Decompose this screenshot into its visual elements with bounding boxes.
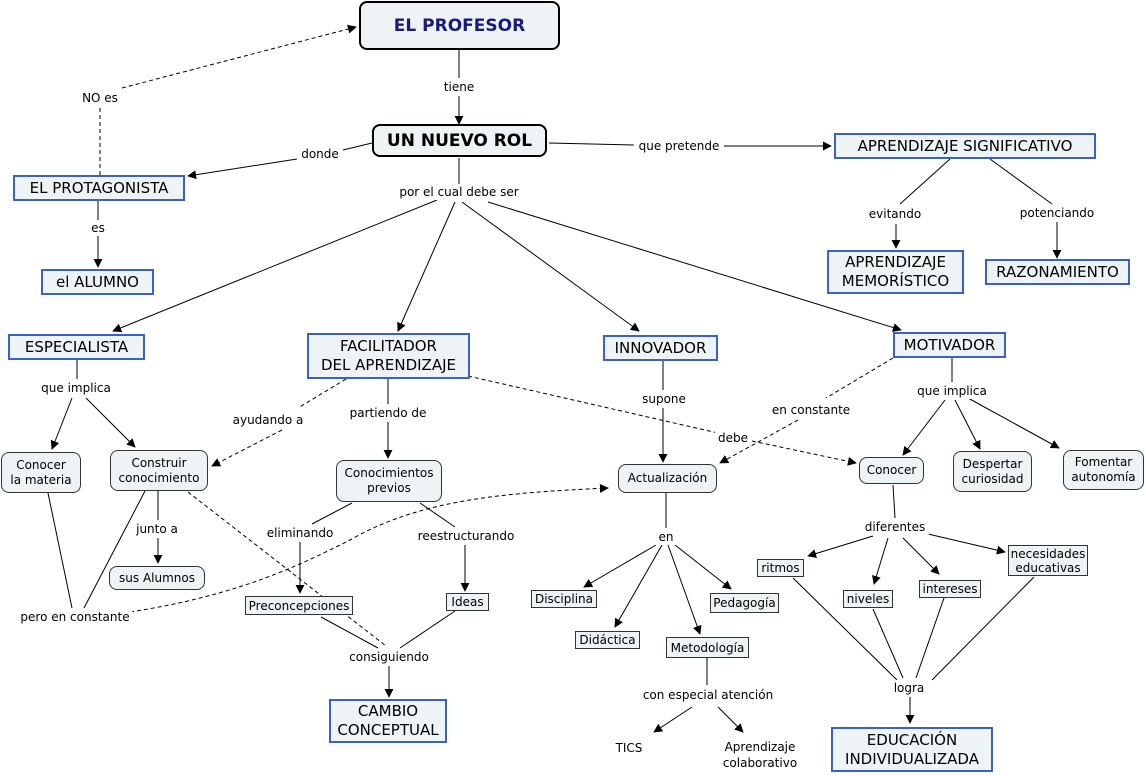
- link-label-diferentes: diferentes: [861, 519, 929, 535]
- node-motivador: MOTIVADOR: [893, 332, 1006, 358]
- link-label-debe: debe: [715, 430, 751, 446]
- link-label-por-el-cual-debe-ser: por el cual debe ser: [396, 184, 522, 200]
- node-construir-conocimiento: Construir conocimiento: [110, 450, 208, 491]
- link-label-reestructurando: reestructurando: [414, 528, 518, 544]
- node-razonamiento: RAZONAMIENTO: [985, 259, 1130, 285]
- link-label-evitando: evitando: [865, 206, 925, 222]
- node-tics: TICS: [615, 741, 643, 755]
- link-label-logra: logra: [890, 680, 928, 696]
- link-label-no-es: NO es: [79, 90, 121, 106]
- node-niveles: niveles: [843, 590, 893, 608]
- node-facilitador: FACILITADOR DEL APRENDIZAJE: [307, 333, 470, 379]
- node-aprendizaje-significativo: APRENDIZAJE SIGNIFICATIVO: [834, 133, 1096, 159]
- link-label-es: es: [88, 220, 108, 236]
- node-conocer-la-materia: Conocer la materia: [1, 452, 81, 493]
- node-conocer: Conocer: [859, 457, 924, 484]
- node-sus-alumnos: sus Alumnos: [109, 566, 205, 590]
- link-label-con-especial-atencion: con especial atención: [639, 687, 777, 703]
- node-especialista: ESPECIALISTA: [8, 334, 145, 360]
- link-label-consiguiendo: consiguiendo: [346, 649, 432, 665]
- node-cambio-conceptual: CAMBIO CONCEPTUAL: [329, 699, 447, 743]
- node-pedagogia: Pedagogía: [710, 593, 779, 613]
- node-el-protagonista: EL PROTAGONISTA: [13, 175, 185, 201]
- node-ritmos: ritmos: [757, 559, 804, 577]
- link-label-que-implica-motivador: que implica: [914, 383, 990, 399]
- link-label-tiene: tiene: [440, 79, 478, 95]
- node-ideas: Ideas: [446, 593, 489, 611]
- node-aprendizaje-colaborativo: Aprendizaje colaborativo: [722, 740, 798, 770]
- link-label-partiendo-de: partiendo de: [346, 405, 430, 421]
- node-metodologia: Metodología: [666, 637, 749, 658]
- node-despertar-curiosidad: Despertar curiosidad: [953, 451, 1032, 492]
- node-didactica: Didáctica: [575, 631, 640, 649]
- link-label-pero-en-constante: pero en constante: [17, 609, 133, 625]
- link-label-supone: supone: [639, 391, 689, 407]
- node-preconcepciones: Preconcepciones: [245, 596, 353, 615]
- node-disciplina: Disciplina: [531, 590, 597, 608]
- link-label-que-pretende: que pretende: [635, 138, 723, 154]
- node-educacion-individualizada: EDUCACIÓN INDIVIDUALIZADA: [831, 727, 993, 772]
- link-label-junto-a: junto a: [133, 521, 181, 537]
- node-necesidades-educativas: necesidades educativas: [1008, 545, 1088, 576]
- link-label-donde: donde: [298, 146, 342, 162]
- link-label-potenciando: potenciando: [1016, 205, 1098, 221]
- node-fomentar-autonomia: Fomentar autonomía: [1063, 450, 1144, 490]
- link-label-que-implica-especialista: que implica: [38, 380, 114, 396]
- node-el-alumno: el ALUMNO: [41, 269, 154, 295]
- link-label-ayudando-a: ayudando a: [229, 412, 307, 428]
- node-aprendizaje-memoristico: APRENDIZAJE MEMORÍSTICO: [827, 250, 964, 294]
- node-un-nuevo-rol: UN NUEVO ROL: [372, 124, 547, 157]
- node-innovador: INNOVADOR: [603, 335, 718, 361]
- node-actualizacion: Actualización: [618, 464, 717, 493]
- link-label-en-constante: en constante: [768, 402, 854, 418]
- node-intereses: intereses: [919, 580, 981, 598]
- link-label-eliminando: eliminando: [263, 525, 337, 541]
- node-el-profesor: EL PROFESOR: [359, 1, 560, 50]
- link-label-en: en: [655, 529, 677, 545]
- node-conocimientos-previos: Conocimientos previos: [336, 460, 442, 502]
